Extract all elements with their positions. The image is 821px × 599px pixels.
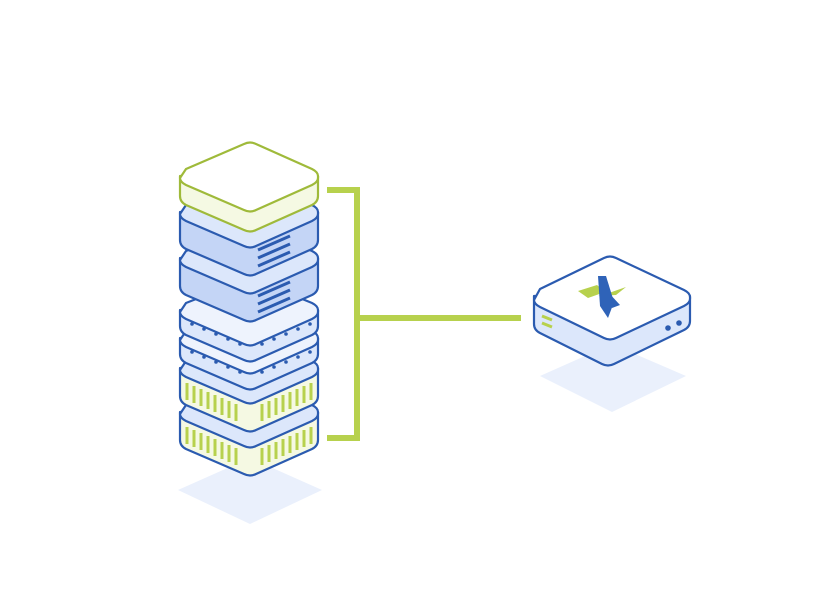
top-cap [178, 141, 320, 233]
server-rack-icon [178, 141, 320, 477]
stack-shadow [178, 458, 322, 524]
x-logo [578, 276, 626, 318]
connector-bracket [327, 187, 521, 441]
appliance-shadow [540, 344, 686, 412]
x-logo-appliance-icon [532, 255, 692, 367]
